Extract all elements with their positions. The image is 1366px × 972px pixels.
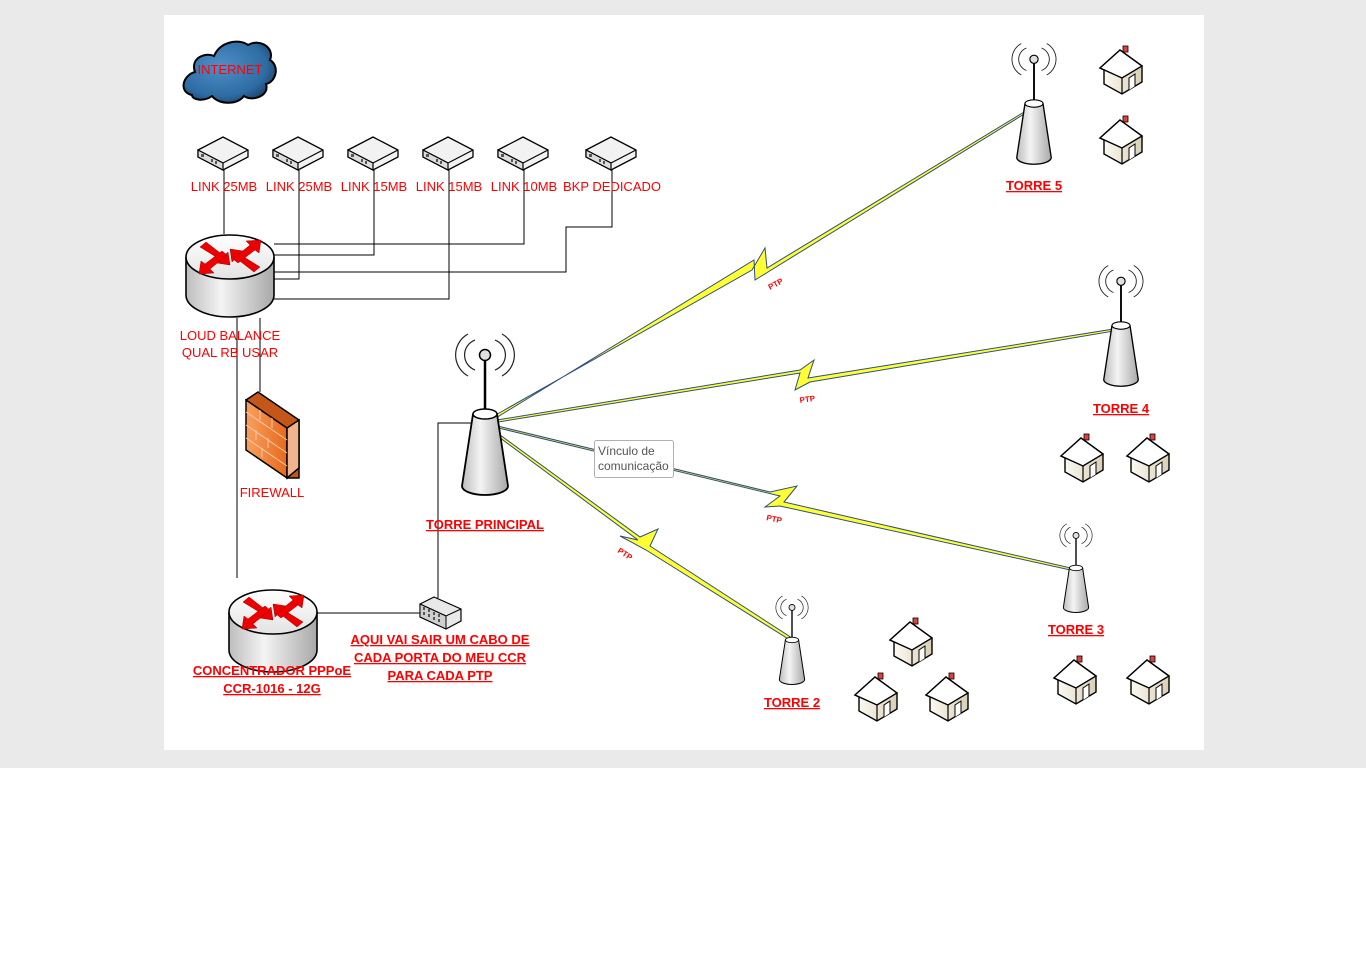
firewall-label: FIREWALL xyxy=(240,485,305,500)
switch-note-line2: CADA PORTA DO MEU CCR xyxy=(354,650,527,665)
switch-icon: AQUI VAI SAIR UM CABO DE CADA PORTA DO M… xyxy=(351,596,530,683)
tower-label: TORRE 2 xyxy=(764,695,820,710)
modem-icon xyxy=(272,136,324,171)
cables xyxy=(223,160,613,614)
load-balancer-label-line1: LOUD BALANCE xyxy=(180,328,281,343)
tower-label: TORRE 4 xyxy=(1093,401,1150,416)
tower-label: TORRE 3 xyxy=(1048,622,1104,637)
house-icon xyxy=(1126,655,1170,705)
tooltip: Vínculo de comunicação xyxy=(594,440,674,478)
tower-4-icon: TORRE 4 xyxy=(1093,264,1150,416)
link-label: LINK 15MB xyxy=(416,179,482,194)
house-icon xyxy=(1053,655,1097,705)
modem-icon xyxy=(585,136,637,171)
house-icon xyxy=(1099,115,1143,165)
internet-label: INTERNET xyxy=(198,62,263,77)
house-icon xyxy=(889,617,933,667)
concentrator-label-line1: CONCENTRADOR PPPoE xyxy=(193,663,352,678)
ptp-label: PTP xyxy=(616,546,635,562)
tooltip-line1: Vínculo de xyxy=(598,444,655,458)
modems: LINK 25MB LINK 25MB LINK 15MB LINK 15MB … xyxy=(191,136,661,194)
concentrator-router-icon: CONCENTRADOR PPPoE CCR-1016 - 12G xyxy=(193,589,352,696)
modem-icon xyxy=(497,136,549,171)
link-label: LINK 25MB xyxy=(266,179,332,194)
link-label: BKP DEDICADO xyxy=(563,179,661,194)
switch-note-line3: PARA CADA PTP xyxy=(388,668,493,683)
tower-3-icon: TORRE 3 xyxy=(1048,523,1104,637)
tower-2-icon: TORRE 2 xyxy=(764,595,820,710)
modem-icon xyxy=(422,136,474,171)
modem-icon xyxy=(347,136,399,171)
load-balancer-router-icon: LOUD BALANCE QUAL RB USAR xyxy=(180,234,281,360)
main-tower-label: TORRE PRINCIPAL xyxy=(426,517,544,532)
ptp-label: PTP xyxy=(766,513,784,525)
house-icon xyxy=(925,672,969,722)
load-balancer-label-line2: QUAL RB USAR xyxy=(182,345,278,360)
house-icon xyxy=(1099,45,1143,95)
internet-cloud-icon: INTERNET xyxy=(182,40,277,104)
house-icon xyxy=(1060,433,1104,483)
link-label: LINK 15MB xyxy=(341,179,407,194)
switch-note-line1: AQUI VAI SAIR UM CABO DE xyxy=(351,632,530,647)
ptp-label: PTP xyxy=(799,394,816,405)
main-tower-icon: TORRE PRINCIPAL xyxy=(426,332,544,532)
ptp-link-torre-4: PTP xyxy=(484,327,1121,425)
house-icon xyxy=(1126,433,1170,483)
link-label: LINK 10MB xyxy=(491,179,557,194)
tower-label: TORRE 5 xyxy=(1006,178,1062,193)
ptp-link-torre-3: PTP xyxy=(484,422,1076,572)
house-icon xyxy=(854,672,898,722)
link-label: LINK 25MB xyxy=(191,179,257,194)
tooltip-line2: comunicação xyxy=(598,459,669,473)
tower-5-icon: TORRE 5 xyxy=(1006,42,1062,193)
concentrator-label-line2: CCR-1016 - 12G xyxy=(223,681,321,696)
ptp-label: PTP xyxy=(767,276,786,292)
firewall-icon: FIREWALL xyxy=(240,391,305,500)
modem-icon xyxy=(197,136,249,171)
